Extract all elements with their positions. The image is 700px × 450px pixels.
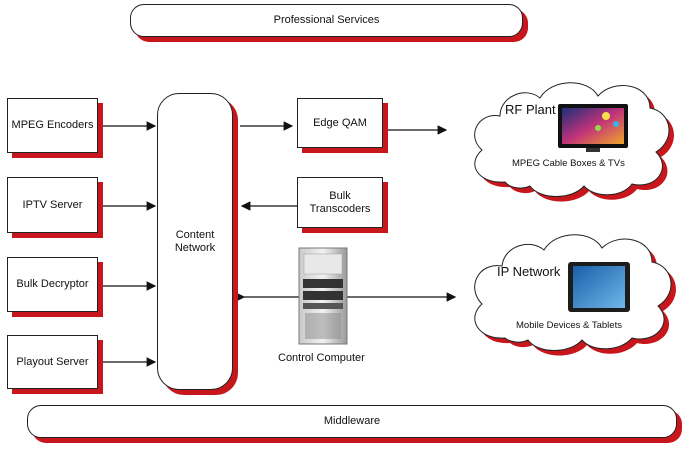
rf-plant-title: RF Plant <box>505 102 556 117</box>
content-network-label: Content Network <box>174 228 216 254</box>
professional-services-label: Professional Services <box>273 14 380 26</box>
tablet-icon <box>568 262 630 312</box>
tv-icon <box>558 104 628 152</box>
ip-network-subtitle: Mobile Devices & Tablets <box>516 320 622 331</box>
playout-server-label: Playout Server <box>16 355 89 368</box>
middleware-bar: Middleware <box>27 405 677 438</box>
edge-qam-box: Edge QAM <box>297 98 383 148</box>
content-network-box: Content Network <box>157 93 233 390</box>
control-computer-label: Control Computer <box>278 352 365 364</box>
bulk-transcoders-box: Bulk Transcoders <box>297 177 383 228</box>
iptv-server-box: IPTV Server <box>7 177 98 233</box>
mpeg-encoders-box: MPEG Encoders <box>7 98 98 153</box>
mpeg-encoders-label: MPEG Encoders <box>11 119 94 131</box>
edge-qam-label: Edge QAM <box>313 116 367 129</box>
ip-network-title: IP Network <box>497 264 561 279</box>
bulk-transcoders-label: Bulk Transcoders <box>309 189 371 215</box>
bulk-decryptor-label: Bulk Decryptor <box>16 278 89 290</box>
rf-plant-subtitle: MPEG Cable Boxes & TVs <box>512 158 625 169</box>
bulk-decryptor-box: Bulk Decryptor <box>7 257 98 312</box>
iptv-server-label: IPTV Server <box>22 198 83 211</box>
professional-services-bar: Professional Services <box>130 4 523 37</box>
middleware-label: Middleware <box>323 415 381 427</box>
playout-server-box: Playout Server <box>7 335 98 389</box>
